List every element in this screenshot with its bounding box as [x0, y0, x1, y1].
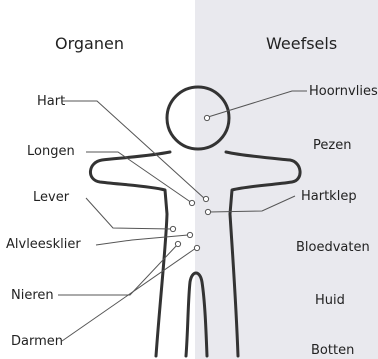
organ-label-lever: Lever	[33, 191, 69, 204]
leader-hoornvlies	[208, 91, 307, 117]
marker-lever	[170, 226, 175, 231]
tissue-label-pezen: Pezen	[313, 139, 351, 152]
leader-hartklep	[209, 196, 295, 212]
tissue-label-botten: Botten	[311, 344, 354, 357]
marker-hoornvlies	[204, 115, 209, 120]
organ-label-longen: Longen	[27, 145, 75, 158]
tissue-label-bloedvaten: Bloedvaten	[296, 241, 370, 254]
marker-alvleesklier	[187, 232, 192, 237]
marker-hart	[203, 196, 208, 201]
tissue-label-huid: Huid	[315, 294, 345, 307]
body-outline	[90, 152, 300, 356]
marker-darmen	[194, 245, 199, 250]
tissue-label-hoornvlies: Hoornvlies	[309, 85, 378, 98]
organs-header: Organen	[55, 36, 124, 52]
organ-label-darmen: Darmen	[11, 335, 63, 348]
organ-label-alvleesklier: Alvleesklier	[6, 238, 81, 251]
tissue-label-hartklep: Hartklep	[301, 190, 357, 203]
marker-nieren	[175, 241, 180, 246]
organ-label-nieren: Nieren	[11, 289, 54, 302]
tissues-header: Weefsels	[266, 36, 337, 52]
leader-alvleesklier	[96, 235, 188, 245]
organ-label-hart: Hart	[37, 95, 65, 108]
head-outline	[167, 87, 229, 149]
leader-lever	[86, 198, 172, 229]
marker-hartklep	[205, 209, 210, 214]
marker-longen	[189, 200, 194, 205]
